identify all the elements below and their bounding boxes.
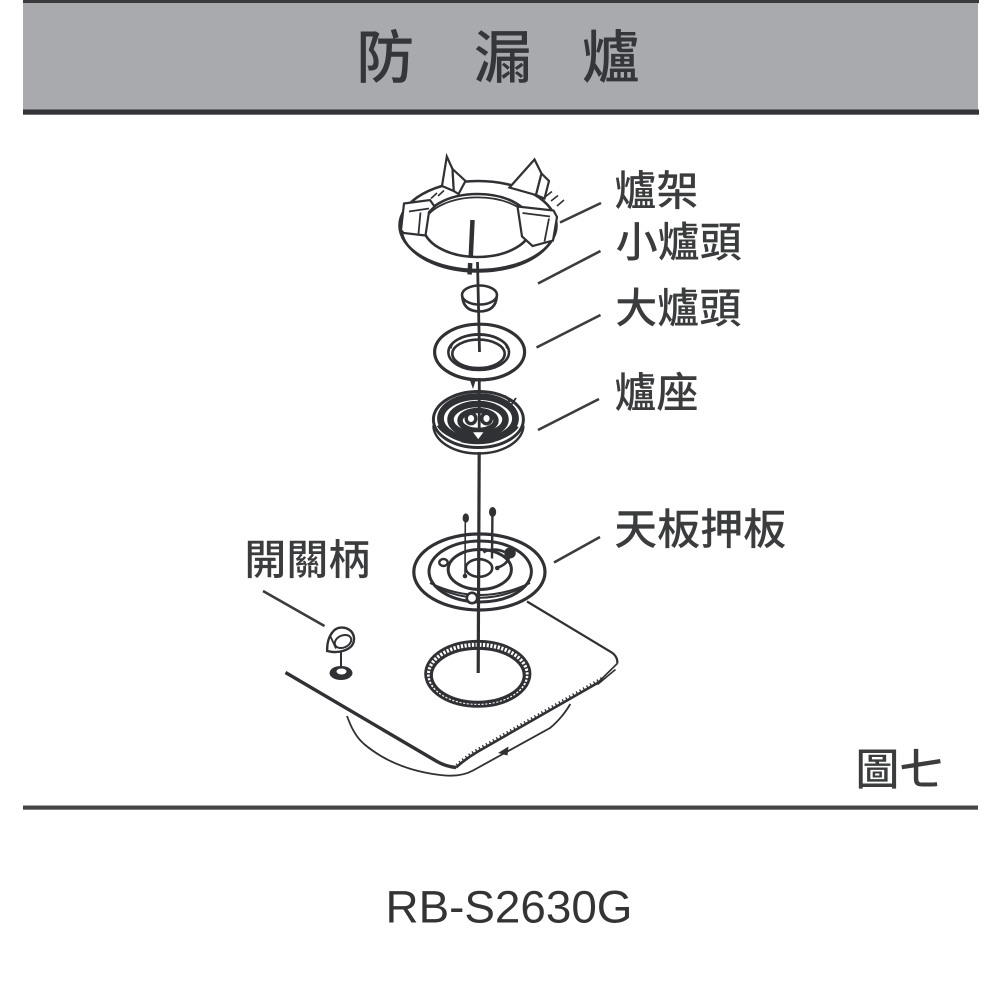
svg-text:RB-S2630G: RB-S2630G	[386, 882, 633, 933]
